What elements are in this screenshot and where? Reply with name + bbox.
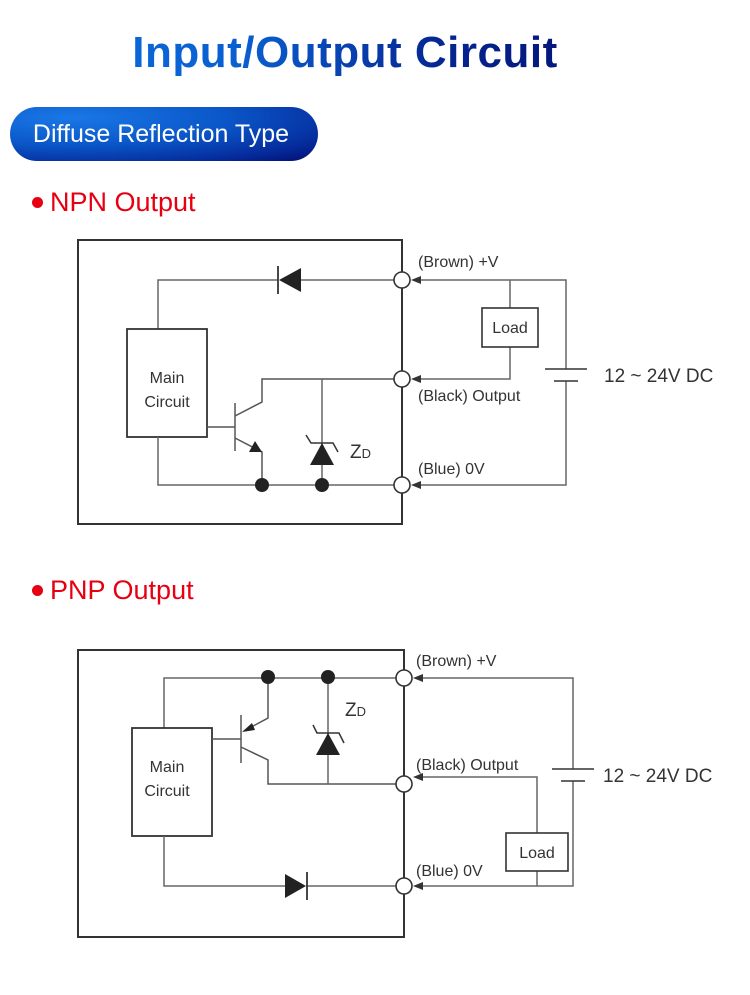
sensor-type-badge: Diffuse Reflection Type	[10, 107, 318, 161]
npn-arrow-icon	[411, 481, 421, 489]
npn-load-label: Load	[492, 320, 528, 337]
pnp-external-wiring	[422, 677, 574, 887]
pnp-supply-label: 12 ~ 24V DC	[603, 766, 712, 787]
pnp-main-circuit-label-2: Circuit	[144, 783, 190, 800]
bullet-icon	[32, 585, 43, 596]
pnp-black-label: (Black) Output	[416, 757, 519, 774]
pnp-heading: PNP Output	[32, 575, 194, 606]
npn-terminal-brown	[393, 271, 411, 289]
npn-main-circuit-label-2: Circuit	[144, 394, 190, 411]
pnp-arrow-icon	[413, 674, 423, 682]
pnp-heading-text: PNP Output	[50, 575, 194, 605]
pnp-blue-label: (Blue) 0V	[416, 863, 483, 880]
npn-zener-label: ZD	[350, 442, 371, 463]
pnp-brown-label: (Brown) +V	[416, 653, 497, 670]
pnp-emitter-arrow-icon	[242, 723, 255, 732]
pnp-supply-rail	[163, 677, 396, 728]
bullet-icon	[32, 197, 43, 208]
npn-battery-icon	[545, 368, 587, 382]
pnp-junction-dot	[261, 670, 275, 684]
npn-zener-diode-icon	[305, 379, 339, 485]
npn-transistor-icon	[207, 378, 394, 485]
npn-main-circuit-label-1: Main	[150, 370, 185, 387]
npn-external-wiring	[420, 279, 567, 486]
npn-brown-label: (Brown) +V	[418, 254, 499, 271]
pnp-zener-label: ZD	[345, 700, 366, 721]
npn-arrow-icon	[411, 276, 421, 284]
pnp-terminal-blue	[395, 877, 413, 895]
pnp-ground-rail	[163, 836, 396, 887]
npn-diode-icon	[277, 266, 301, 294]
pnp-terminal-brown	[395, 669, 413, 687]
npn-junction-dot	[315, 478, 329, 492]
pnp-load-label: Load	[519, 845, 555, 862]
npn-heading: NPN Output	[32, 187, 196, 218]
npn-diagram: Main Circuit ZD	[77, 239, 713, 525]
npn-main-circuit-box	[126, 328, 208, 438]
npn-emitter-arrow-icon	[249, 441, 262, 452]
pnp-arrow-icon	[413, 882, 423, 890]
pnp-zener-diode-icon	[312, 678, 345, 784]
pnp-arrow-icon	[413, 773, 423, 781]
npn-load-box	[481, 307, 539, 348]
pnp-diagram: Main Circuit ZD	[77, 649, 712, 938]
npn-terminal-black	[393, 370, 411, 388]
pnp-diode-icon	[285, 872, 308, 900]
npn-terminal-blue	[393, 476, 411, 494]
npn-blue-label: (Blue) 0V	[418, 461, 485, 478]
pnp-transistor-icon	[212, 678, 396, 785]
npn-black-label: (Black) Output	[418, 388, 521, 405]
npn-heading-text: NPN Output	[50, 187, 196, 217]
pnp-sensor-housing	[77, 649, 405, 938]
npn-arrow-icon	[411, 375, 421, 383]
pnp-junction-dot	[321, 670, 335, 684]
npn-junction-dot	[255, 478, 269, 492]
page-title: Input/Output Circuit	[0, 28, 690, 78]
pnp-load-box	[505, 832, 569, 872]
npn-supply-label: 12 ~ 24V DC	[604, 366, 713, 387]
pnp-main-circuit-label-1: Main	[150, 759, 185, 776]
npn-supply-rail	[157, 279, 394, 329]
pnp-terminal-black	[395, 775, 413, 793]
pnp-battery-icon	[552, 768, 594, 782]
pnp-main-circuit-box	[131, 727, 213, 837]
